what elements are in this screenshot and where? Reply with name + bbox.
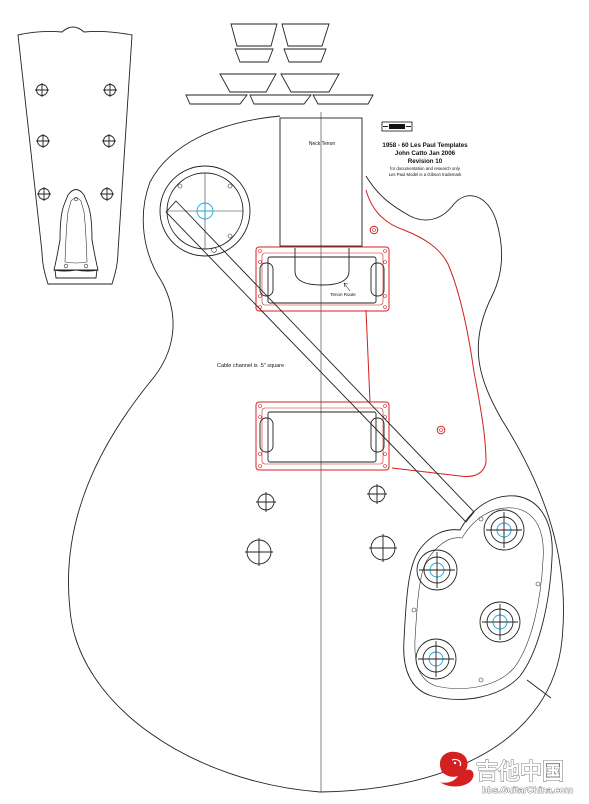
watermark-chinese: 吉他中国	[476, 759, 564, 784]
toggle-switch-cavity	[159, 165, 251, 257]
tuner-hole-icon	[102, 134, 116, 148]
title-line-3: Revision 10	[408, 158, 443, 165]
pickguard-screw-icon	[369, 225, 379, 235]
tuner-hole-icon	[36, 134, 50, 148]
cable-channel	[165, 200, 475, 523]
bridge-pickup-cavity	[255, 401, 390, 471]
output-jack-mark	[526, 679, 552, 699]
watermark-url: bbs.GuitarChina.com	[482, 785, 573, 795]
truss-rod-cover-inner	[64, 197, 88, 264]
screw-hole-icon	[73, 196, 79, 202]
pickguard-outline	[365, 189, 487, 477]
pot-hole-icon	[416, 549, 458, 591]
headstock-outline	[17, 26, 133, 285]
bridge-pickup-route	[259, 411, 385, 463]
tuner-hole-icon	[103, 83, 117, 97]
cable-channel-label: Cable channel is .5" square	[217, 363, 284, 369]
neck-templates	[185, 23, 374, 105]
title-block: 1958 - 60 Les Paul Templates John Catto …	[381, 121, 468, 177]
truss-rod-cover-outline	[53, 189, 99, 272]
control-hole-icon	[369, 534, 397, 562]
truss-rod-cover-bottom	[54, 269, 98, 279]
control-hole-icon	[367, 484, 387, 504]
neck-tenon-label: Neck Tenon	[309, 141, 336, 147]
watermark: 吉他中国 bbs.GuitarChina.com	[439, 751, 573, 795]
screw-hole-icon	[63, 263, 69, 269]
control-hole-icon	[245, 538, 273, 566]
pickguard-edge	[365, 309, 371, 403]
title-line-1: 1958 - 60 Les Paul Templates	[382, 142, 468, 149]
title-line-2: John Catto Jan 2006	[395, 150, 456, 157]
neck-pickup-route	[259, 256, 385, 304]
headstock-template	[17, 26, 133, 285]
pot-hole-icon	[483, 509, 525, 551]
toggle-center-mark	[196, 202, 214, 220]
control-cavity	[403, 495, 553, 700]
pickguard-screw-icon	[436, 425, 446, 435]
screw-hole-icon	[83, 263, 89, 269]
tuner-hole-icon	[100, 187, 114, 201]
pot-hole-icon	[479, 601, 521, 643]
tenon-route-arrow-icon	[343, 282, 351, 292]
neck-tenon: Neck Tenon Tenon Route	[279, 117, 363, 297]
title-line-5: Les Paul Model is a Gibson trademark	[389, 172, 463, 177]
pot-hole-icon	[415, 638, 457, 680]
control-hole-icon	[256, 492, 276, 512]
tenon-route-label: Tenon Route	[330, 292, 356, 297]
neck-pickup-cavity	[255, 246, 390, 312]
dragon-logo-icon	[439, 751, 474, 787]
title-line-4: for documentation and research only	[390, 166, 461, 171]
tenon-route	[294, 248, 350, 286]
body-outline	[68, 115, 564, 793]
tuner-hole-icon	[35, 83, 49, 97]
tuner-hole-icon	[37, 187, 51, 201]
